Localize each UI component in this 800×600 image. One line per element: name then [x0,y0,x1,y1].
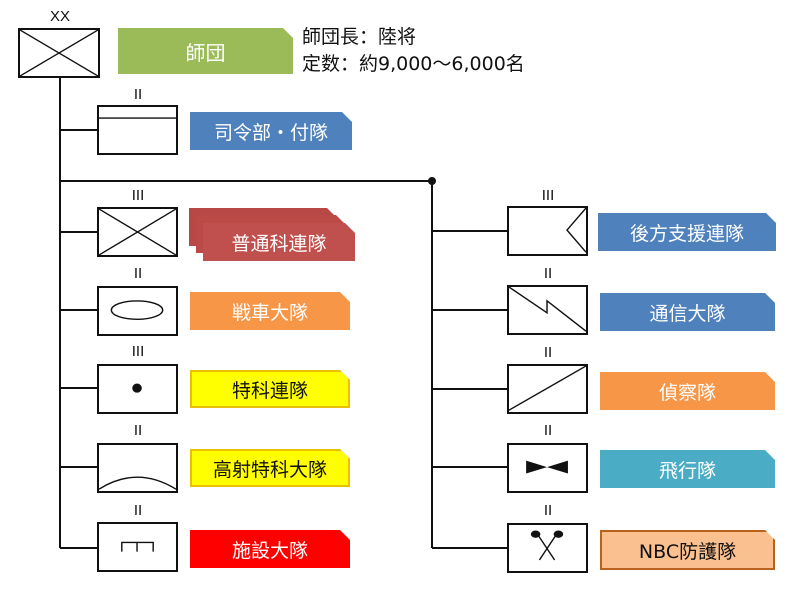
right-unit-3-symbol [507,443,588,493]
right-unit-0-label: 後方支援連隊 [598,213,776,251]
division-echelon: XX [49,8,70,25]
right-unit-0-echelon: III [541,187,555,204]
right-unit-0-symbol [507,206,588,256]
left-unit-0-label-text: 普通科連隊 [231,232,327,255]
right-unit-2-echelon: II [543,344,553,361]
left-unit-1-label-text: 戦車大隊 [231,301,308,324]
left-unit-4-echelon: II [133,502,143,519]
artillery-icon [132,383,142,393]
right-unit-4-label-text: NBC防護隊 [638,540,737,563]
left-unit-1-echelon: II [133,265,143,282]
left-unit-1-label: 戦車大隊 [190,292,350,330]
aviation-icon [526,460,568,474]
right-unit-1-symbol [507,285,588,335]
left-unit-4-symbol [97,522,178,572]
left-unit-2-label: 特科連隊 [190,370,350,408]
left-unit-2-label-text: 特科連隊 [231,379,308,402]
infantry-icon [99,209,176,255]
division-label: 師団 [118,28,293,74]
right-unit-0-label-text: 後方支援連隊 [629,222,744,245]
left-unit-2-symbol [97,364,178,414]
right-unit-4-label: NBC防護隊 [600,530,775,570]
division-symbol [18,28,100,78]
left-unit-4-label-text: 施設大隊 [231,539,308,562]
reconnaissance-icon [509,366,586,411]
left-unit-2-echelon: III [131,343,145,360]
logistics-support-icon [566,208,586,253]
armor-icon [110,300,164,320]
hq-symbol [97,105,178,155]
hq-echelon: II [133,86,143,103]
signal-icon [509,287,586,332]
personnel-strength: 定数：約9,000〜6,000名 [302,53,525,75]
right-unit-2-symbol [507,364,588,414]
air-defense-artillery-icon [99,476,176,490]
division-label-text: 師団 [185,40,226,65]
left-unit-4-label: 施設大隊 [190,530,350,568]
headquarters-icon [99,117,176,119]
hq-label: 司令部・付隊 [190,112,352,150]
right-unit-1-echelon: II [543,265,553,282]
left-unit-3-label: 高射特科大隊 [190,449,350,487]
right-unit-3-label: 飛行隊 [600,450,775,488]
right-unit-3-label-text: 飛行隊 [658,459,716,482]
right-unit-4-symbol [507,523,588,573]
left-unit-0-label: 普通科連隊 [203,223,355,261]
right-unit-2-label-text: 偵察隊 [658,381,716,404]
right-unit-2-label: 偵察隊 [600,372,775,410]
left-unit-3-echelon: II [133,422,143,439]
left-unit-1-symbol [97,286,178,336]
left-unit-3-label-text: 高射特科大隊 [212,458,327,481]
nbc-defense-icon [530,530,564,561]
left-unit-0-echelon: III [131,187,145,204]
left-unit-0-symbol [97,207,178,257]
left-unit-3-symbol [97,443,178,493]
right-unit-3-echelon: II [543,422,553,439]
right-unit-1-label-text: 通信大隊 [649,302,726,325]
right-unit-1-label: 通信大隊 [600,293,775,331]
engineer-icon [121,541,154,552]
division-infantry-icon [20,30,98,76]
division-info: 師団長：陸将 定数：約9,000〜6,000名 [302,24,525,78]
right-unit-4-echelon: II [543,502,553,519]
commander-rank: 師団長：陸将 [302,26,417,48]
hq-label-text: 司令部・付隊 [213,121,328,144]
